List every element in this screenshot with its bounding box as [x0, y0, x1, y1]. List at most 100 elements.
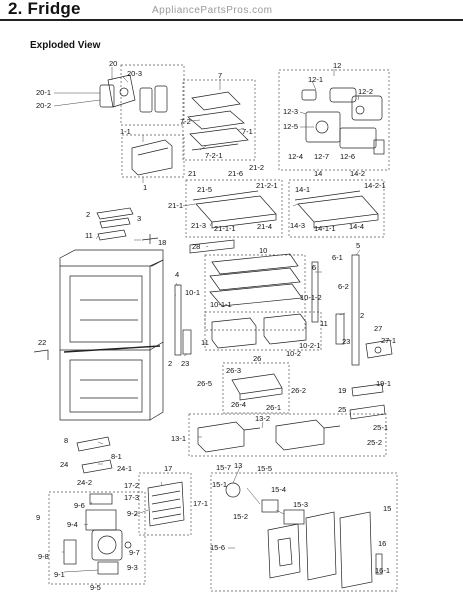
callout-25: 25	[338, 405, 346, 414]
callout-9-2: 9-2	[127, 509, 138, 518]
callout-27: 27	[374, 324, 382, 333]
callout-12-7: 12-7	[314, 152, 329, 161]
callout-10-2: 10-2	[286, 349, 301, 358]
part-handles-lower	[76, 436, 113, 474]
callout-12-1: 12-1	[308, 75, 323, 84]
group-box-1	[121, 134, 185, 178]
callout-24: 24	[60, 460, 68, 469]
part-filter-housing	[99, 74, 168, 113]
diagram-subtitle: Exploded View	[30, 40, 101, 51]
callout-14-2: 14-2	[350, 169, 365, 178]
callout-26: 26	[253, 354, 261, 363]
callout-21-2: 21-2	[249, 163, 264, 172]
callout-13-1: 13-1	[171, 434, 186, 443]
callout-2b: 2	[360, 311, 364, 320]
callout-17: 17	[164, 464, 172, 473]
section-title: 2. Fridge	[8, 0, 81, 18]
callout-9: 9	[36, 513, 40, 522]
callout-16-1: 16-1	[375, 566, 390, 575]
group-box-12	[278, 69, 390, 171]
callout-12-4: 12-4	[288, 152, 303, 161]
part-rail-cover	[131, 139, 173, 176]
callout-21-1: 21-1	[168, 201, 183, 210]
callout-11a: 11	[85, 231, 93, 240]
callout-7-2-1: 7-2-1	[205, 151, 223, 160]
callout-4: 4	[175, 270, 179, 279]
callout-26-2: 26-2	[291, 386, 306, 395]
callout-21-5: 21-5	[197, 185, 212, 194]
callout-10-1-2: 10-1-2	[300, 293, 322, 302]
callout-20-3: 20-3	[127, 69, 142, 78]
callout-1: 1	[143, 183, 147, 192]
part-ice-chute	[365, 339, 393, 359]
callout-26-5: 26-5	[197, 379, 212, 388]
part-hinges-top	[96, 207, 159, 244]
callout-24-2: 24-2	[77, 478, 92, 487]
callout-15-7: 15-7	[216, 463, 231, 472]
part-freezer-cover	[225, 482, 383, 589]
callout-6-2: 6-2	[338, 282, 349, 291]
callout-6-1: 6-1	[332, 253, 343, 262]
callout-26-3: 26-3	[226, 366, 241, 375]
group-box-17	[138, 472, 192, 536]
group-box-7	[182, 79, 256, 161]
callout-15-1: 15-1	[212, 480, 227, 489]
callout-14-1: 14-1	[295, 185, 310, 194]
group-box-10	[204, 254, 306, 331]
callout-19-1: 19-1	[376, 379, 391, 388]
callout-10-1-1: 10-1-1	[210, 300, 232, 309]
callout-10: 10	[259, 246, 267, 255]
callout-20: 20	[109, 59, 117, 68]
callout-8-1: 8-1	[111, 452, 122, 461]
callout-14-3: 14-3	[290, 221, 305, 230]
part-door-trims	[349, 383, 386, 420]
callout-5: 5	[356, 241, 360, 250]
callout-8: 8	[64, 436, 68, 445]
callout-11b: 11	[320, 319, 328, 328]
callout-20-2: 20-2	[36, 101, 51, 110]
callout-14-1-1: 14-1-1	[314, 224, 336, 233]
callout-14: 14	[314, 169, 322, 178]
callout-9-6: 9-6	[74, 501, 85, 510]
callout-26-1: 26-1	[266, 403, 281, 412]
callout-13b: 13	[234, 461, 242, 470]
callout-14-2-1: 14-2-1	[364, 181, 386, 190]
page-header: 2. Fridge AppliancePartsPros.com	[0, 0, 463, 18]
callout-9-4: 9-4	[67, 520, 78, 529]
callout-14-4: 14-4	[349, 222, 364, 231]
part-freezer-drawers	[197, 419, 341, 453]
callout-2a: 2	[86, 210, 90, 219]
callout-labels: 20 20-3 20-1 20-2 7 7-2 7-1 7-2-1 12 12-…	[36, 59, 396, 592]
callout-23b: 23	[181, 359, 189, 368]
callout-6: 6	[312, 263, 316, 272]
callout-15: 15	[383, 504, 391, 513]
callout-17-2: 17-2	[124, 481, 139, 490]
part-crisper-drawers	[211, 313, 307, 349]
callout-15-4: 15-4	[271, 485, 286, 494]
callout-26-4: 26-4	[231, 400, 246, 409]
callout-17-3: 17-3	[124, 493, 139, 502]
callout-12-2: 12-2	[358, 87, 373, 96]
callout-21-4: 21-4	[257, 222, 272, 231]
callout-10-1: 10-1	[185, 288, 200, 297]
callout-7-2: 7-2	[180, 117, 191, 126]
group-box-26	[222, 362, 290, 414]
callout-15-3: 15-3	[293, 500, 308, 509]
part-pantry-drawer	[231, 373, 283, 401]
callout-2c: 2	[168, 359, 172, 368]
callout-7: 7	[218, 71, 222, 80]
group-box-9	[48, 491, 146, 585]
callout-15-6: 15-6	[210, 543, 225, 552]
part-fan-grille	[147, 481, 185, 527]
callout-18: 18	[158, 238, 166, 247]
group-box-21	[185, 179, 283, 238]
group-box-13	[188, 413, 387, 457]
part-shelf-14	[294, 190, 379, 229]
callout-19: 19	[338, 386, 346, 395]
callout-9-1: 9-1	[54, 570, 65, 579]
callout-13-2: 13-2	[255, 414, 270, 423]
callout-9-3: 9-3	[127, 563, 138, 572]
callout-9-8: 9-8	[38, 552, 49, 561]
callout-23a: 23	[342, 337, 350, 346]
